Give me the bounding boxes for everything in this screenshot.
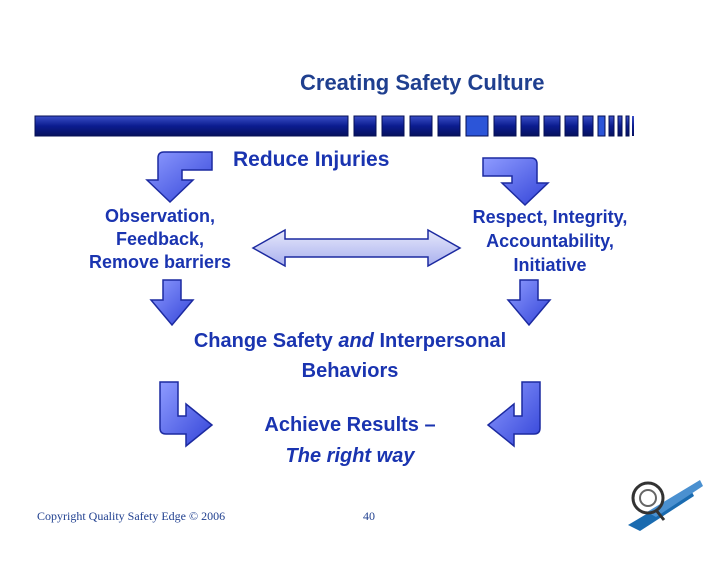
company-logo	[628, 480, 703, 531]
right-value-line: Respect, Integrity,	[472, 207, 628, 227]
change-emphasis: and	[338, 330, 374, 352]
achieve-line-1: Achieve Results –	[264, 414, 436, 436]
left-factor-line: Observation,	[104, 206, 216, 226]
right-value-line: Initiative	[513, 255, 587, 275]
right-value-line: Accountability,	[486, 231, 614, 251]
curved-arrow-bottom-right	[486, 381, 541, 448]
down-arrow-right	[506, 279, 552, 327]
curved-arrow-bottom-left	[159, 381, 214, 448]
change-line-1: Change Safety and Interpersonal	[140, 326, 560, 356]
header-bar	[34, 115, 634, 137]
change-post: Interpersonal	[373, 330, 507, 352]
left-factor-line: Feedback,	[115, 229, 205, 249]
down-arrow-left	[149, 279, 195, 327]
change-line-2: Behaviors	[301, 360, 399, 382]
double-headed-arrow	[251, 228, 462, 268]
achieve-emphasis: The right way	[285, 445, 415, 467]
change-pre: Change Safety	[193, 330, 339, 352]
change-behaviors-text: Change Safety and Interpersonal Behavior…	[140, 326, 560, 386]
left-factor-line: Remove barriers	[88, 252, 232, 272]
achieve-line-2: The right way	[230, 441, 470, 472]
reduce-injuries-heading: Reduce Injuries	[233, 148, 390, 171]
slide-title: Creating Safety Culture	[300, 70, 545, 95]
curved-arrow-top-right	[482, 157, 550, 207]
right-values-text: Respect, Integrity, Accountability, Init…	[450, 205, 650, 277]
achieve-results-text: Achieve Results – The right way	[230, 410, 470, 472]
curved-arrow-top-left	[145, 151, 213, 204]
copyright-notice: Copyright Quality Safety Edge © 2006	[37, 509, 226, 523]
left-factors-text: Observation, Feedback, Remove barriers	[60, 205, 260, 274]
page-number: 40	[363, 509, 375, 523]
